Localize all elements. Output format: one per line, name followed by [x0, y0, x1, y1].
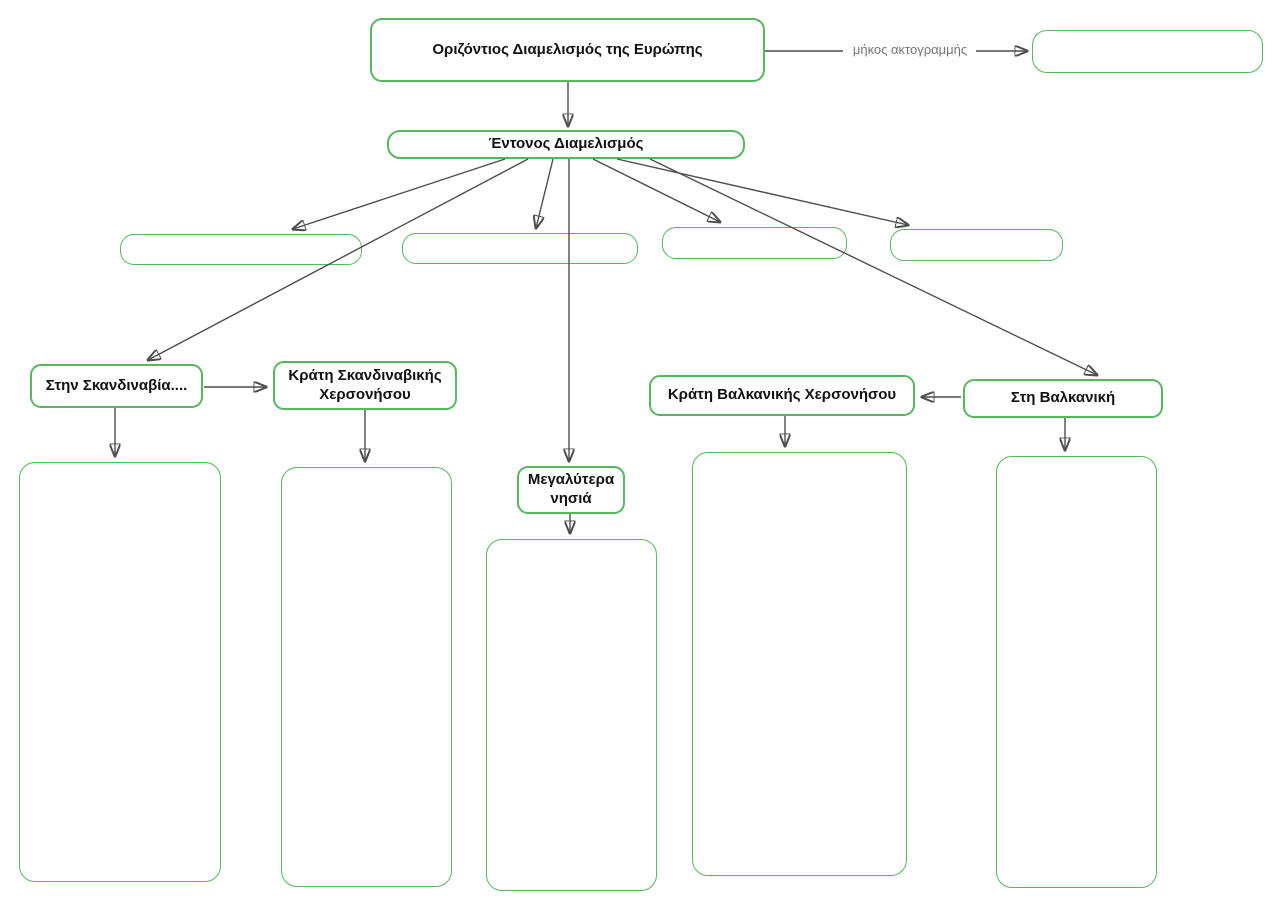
balkan-states-label: Κράτη Βαλκανικής Χερσονήσου: [667, 386, 897, 404]
edge-intense-to-balkan: [649, 158, 1097, 375]
answer-node-1[interactable]: [120, 234, 362, 265]
answer-node-4[interactable]: [890, 229, 1063, 261]
coastline-answer-node[interactable]: [1032, 30, 1263, 73]
answer-node-2[interactable]: [402, 233, 638, 264]
scandinavia-node[interactable]: Στην Σκανδιναβία....: [30, 364, 203, 408]
scandinavian-states-node[interactable]: Κράτη Σκανδιναβικής Χερσονήσου: [273, 361, 457, 410]
balkan-answer-box[interactable]: [996, 456, 1157, 888]
scandinavian-states-label: Κράτη Σκανδιναβικής Χερσονήσου: [288, 366, 442, 403]
larger-islands-node[interactable]: Μεγαλύτερα νησιά: [517, 466, 625, 514]
balkan-states-node[interactable]: Κράτη Βαλκανικής Χερσονήσου: [649, 375, 915, 416]
larger-islands-label: Μεγαλύτερα νησιά: [527, 471, 615, 507]
intense-fragmentation-node[interactable]: Έντονος Διαμελισμός: [387, 130, 745, 159]
root-topic-node[interactable]: Οριζόντιος Διαμελισμός της Ευρώπης: [370, 18, 765, 82]
edge-intense-to-answer-4: [616, 158, 908, 225]
answer-node-3[interactable]: [662, 227, 847, 259]
root-topic-label: Οριζόντιος Διαμελισμός της Ευρώπης: [432, 40, 703, 58]
islands-answer-box[interactable]: [486, 539, 657, 891]
edge-intense-to-answer-2: [536, 158, 554, 228]
edge-intense-to-answer-1: [293, 158, 506, 229]
balkan-states-answer-box[interactable]: [692, 452, 907, 876]
edge-label-coastline-length: μήκος ακτογραμμής: [844, 42, 976, 57]
scandinavia-label: Στην Σκανδιναβία....: [45, 376, 188, 394]
intense-fragmentation-label: Έντονος Διαμελισμός: [488, 135, 644, 153]
scandinavia-answer-box[interactable]: [19, 462, 221, 882]
scandinavian-states-answer-box[interactable]: [281, 467, 452, 887]
edge-intense-to-answer-3: [592, 158, 720, 222]
balkan-label: Στη Βαλκανική: [1010, 389, 1116, 407]
balkan-node[interactable]: Στη Βαλκανική: [963, 379, 1163, 418]
